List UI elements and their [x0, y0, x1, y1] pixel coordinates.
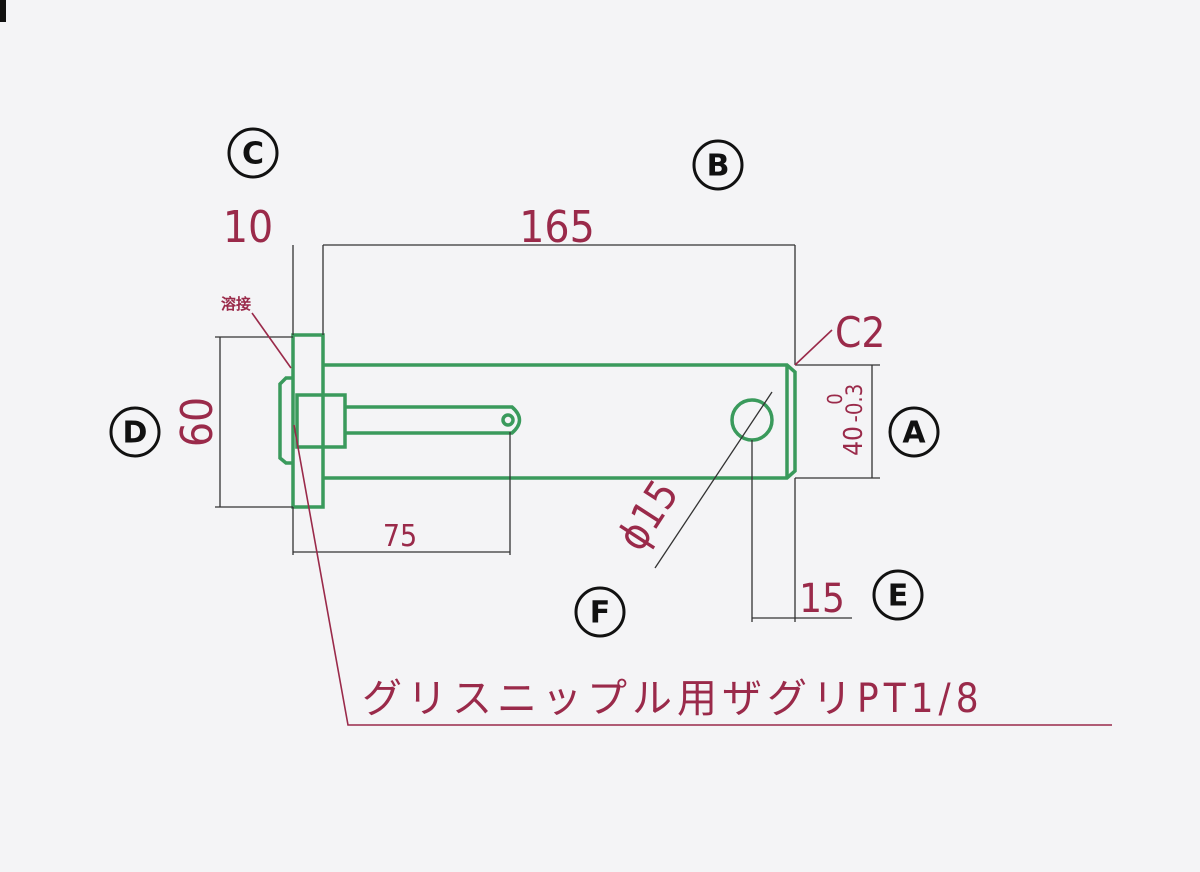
dim-shaft-diameter-value: 40 — [839, 426, 869, 456]
dim-shaft-tol-upper: 0 — [823, 393, 847, 404]
svg-text:B: B — [707, 149, 730, 184]
svg-text:D: D — [123, 416, 148, 451]
grease-bore — [345, 405, 522, 435]
dim-bore-depth: 75 — [383, 519, 417, 554]
counterbore — [295, 393, 347, 449]
view-label-a: A — [888, 406, 940, 458]
dim-flange-thickness: 10 — [223, 202, 273, 253]
svg-text:E: E — [888, 579, 909, 614]
dim-flange-height: 60 — [172, 397, 223, 447]
view-label-b: B — [692, 139, 744, 191]
dim-shaft-diameter: 40 -0.3 0 — [823, 384, 869, 456]
bore-end — [501, 413, 515, 427]
view-label-d: D — [109, 406, 161, 458]
weld-boss — [278, 376, 293, 465]
svg-text:C: C — [242, 137, 264, 172]
svg-text:F: F — [590, 596, 611, 631]
dim-hole-offset: 15 — [799, 576, 845, 622]
view-label-f: F — [574, 586, 626, 638]
grease-nipple-note: グリスニップル用ザグリPT1/8 — [362, 676, 984, 722]
view-label-e: E — [872, 569, 924, 621]
scan-edge — [0, 0, 6, 22]
dim-chamfer: C2 — [835, 308, 885, 357]
leaders — [251, 312, 1112, 726]
dim-shaft-length: 165 — [519, 202, 595, 253]
dimension-lines — [215, 244, 880, 622]
view-label-c: C — [227, 127, 279, 179]
svg-text:A: A — [902, 416, 926, 451]
dim-shaft-tol-lower: -0.3 — [843, 384, 868, 423]
pin-shaft — [323, 363, 797, 480]
weld-note: 溶接 — [221, 295, 251, 313]
